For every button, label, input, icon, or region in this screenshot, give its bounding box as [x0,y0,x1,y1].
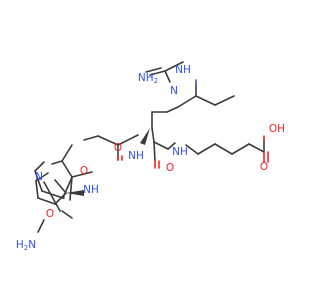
bond [177,95,197,108]
atom-label-o: O [114,142,122,154]
bond [164,70,171,83]
bond [164,61,184,72]
bond [151,127,155,143]
atom-label-o: O [260,161,268,173]
bond [35,172,49,182]
bond [34,170,43,192]
bond [83,135,99,141]
bond [197,143,216,155]
bond [41,190,64,199]
bond [54,192,67,205]
bond [61,160,73,178]
bond [153,141,169,150]
atom-label-nh: NH [175,64,191,76]
atom-label-h2n: H2N [16,239,36,252]
bond [149,70,166,76]
wedge-bond [66,190,84,196]
bond [195,95,216,106]
bond [43,181,61,212]
atom-label-nh2: NH2 [138,72,158,85]
bond [117,134,139,146]
chemical-structure: NH2 NH N NH OH O O O NH O N NH O H2N [16,61,285,252]
atom-label-o: O [46,208,54,220]
bond [231,143,250,155]
wedge-bond [140,128,150,145]
bond [167,142,176,150]
bond [97,135,119,146]
bond [35,180,39,199]
bond [34,161,45,172]
bond [61,144,73,162]
bond [71,171,93,178]
bond [37,197,56,205]
bond [51,160,63,165]
atom-label-o: O [80,165,88,177]
bond [214,143,233,155]
atom-label-o: O [166,162,174,174]
atom-label-nh: NH [128,150,144,162]
atom-label-oh: OH [269,123,285,135]
atom-label-n: N [170,85,178,97]
bond [153,141,156,162]
bond [69,176,73,201]
atom-label-nh: NH [172,146,188,158]
bond [145,67,162,73]
bond [37,219,45,233]
bond [185,144,199,155]
atom-label-n: N [35,171,43,183]
bond [54,179,67,194]
bond [61,210,73,219]
bond [214,95,235,106]
bond [166,106,179,113]
atom-label-nh: NH [83,184,99,196]
bond [248,143,265,153]
